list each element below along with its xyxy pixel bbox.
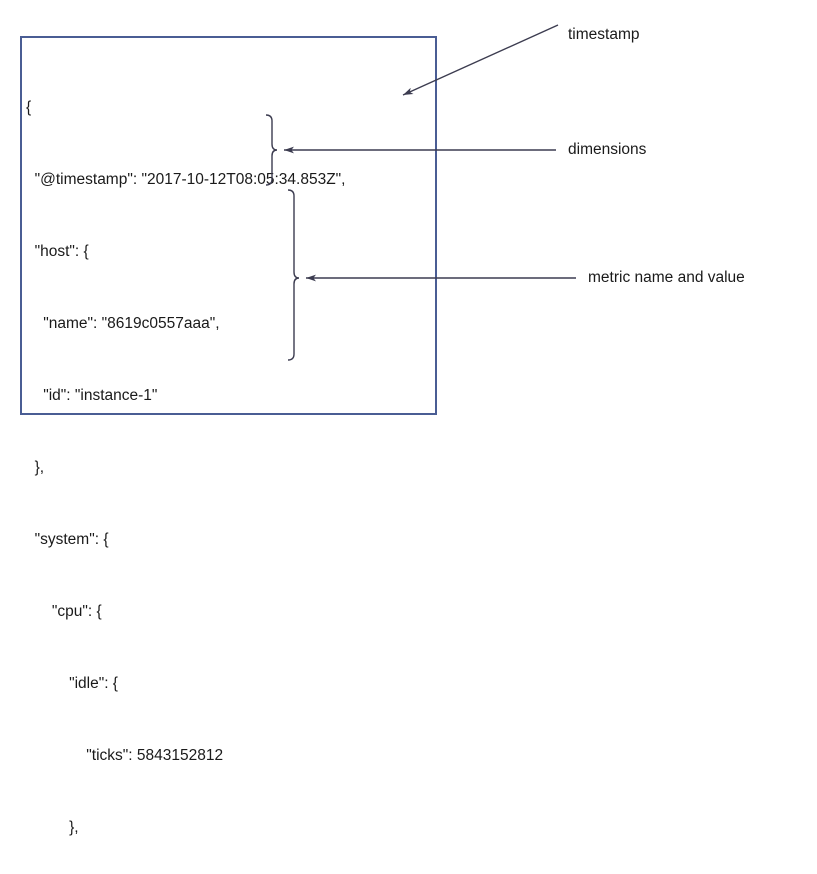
json-line-host-open: "host": { [26,243,89,260]
json-line-host-close: }, [26,459,45,476]
json-code-block: { "@timestamp": "2017-10-12T08:05:34.853… [26,48,426,874]
json-line-timestamp: "@timestamp": "2017-10-12T08:05:34.853Z"… [26,171,346,188]
json-line-idle-open: "idle": { [26,675,118,692]
document-structure-diagram: { "@timestamp": "2017-10-12T08:05:34.853… [20,24,745,836]
json-line-host-name: "name": "8619c0557aaa", [26,315,220,332]
annotation-label-dimensions: dimensions [568,141,647,158]
json-line-ticks: "ticks": 5843152812 [26,747,224,764]
json-line-host-id: "id": "instance-1" [26,387,158,404]
json-line-idle-close: }, [26,819,79,836]
json-line: { [26,99,32,116]
json-document-box [20,36,437,415]
json-line-system-open: "system": { [26,531,109,548]
annotation-label-timestamp: timestamp [568,26,640,43]
json-line-cpu-open: "cpu": { [26,603,102,620]
annotation-label-metric: metric name and value [588,269,745,286]
